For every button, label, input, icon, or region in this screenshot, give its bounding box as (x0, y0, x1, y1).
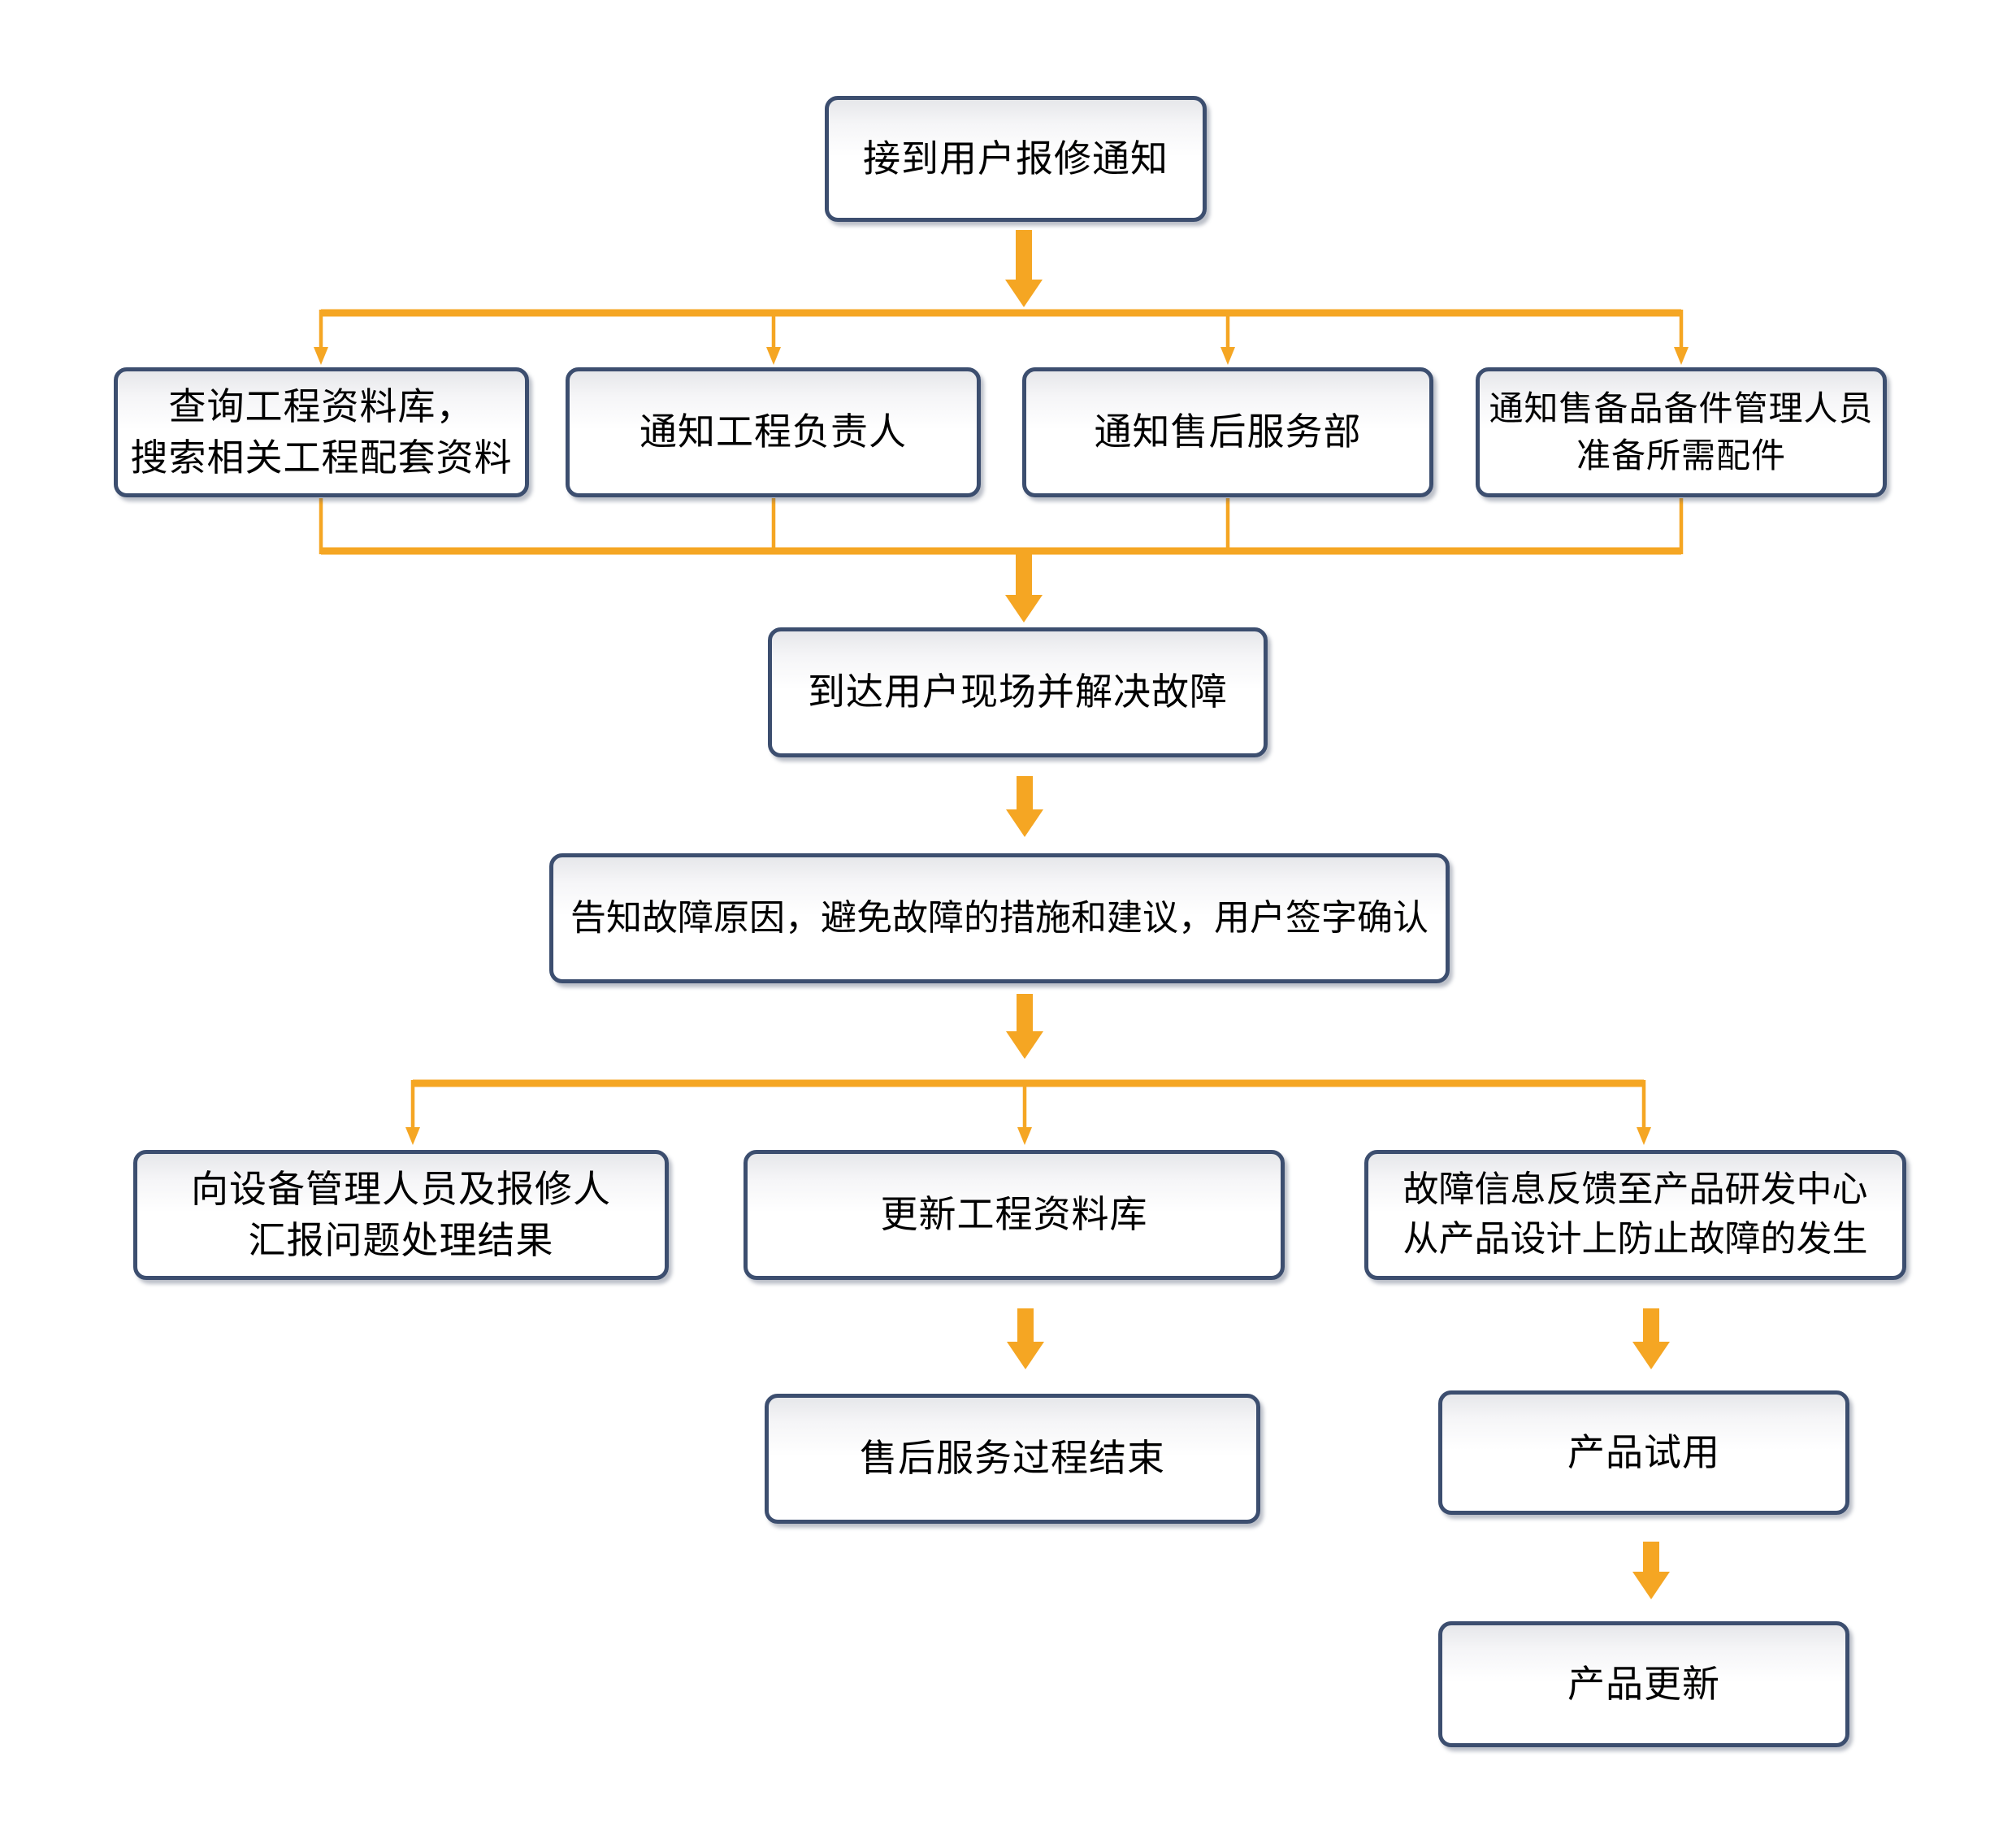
node-receive-repair-notice: 接到用户报修通知 (825, 96, 1207, 222)
arrow-arrive-to-inform (1006, 776, 1043, 837)
arrow-feedback-to-trial (1632, 1308, 1670, 1369)
branch-arrow-update-database (1017, 1080, 1032, 1145)
arrow-trial-to-update (1632, 1542, 1670, 1599)
node-notify-spare-parts-manager: 通知售备品备件管理人员 准备所需配件 (1476, 367, 1887, 497)
branch-arrow-query-database (314, 310, 328, 365)
node-notify-engineering-lead: 通知工程负责人 (566, 367, 981, 497)
branch-arrow-notify-engineering-lead (766, 310, 781, 365)
node-arrive-onsite-resolve-fault: 到达用户现场并解决故障 (768, 627, 1268, 757)
node-product-trial: 产品试用 (1438, 1390, 1849, 1515)
arrow-update-to-process-end (1007, 1308, 1044, 1369)
arrow-merge-to-arrive-onsite (1005, 554, 1043, 623)
node-report-handling-results: 向设备管理人员及报修人 汇报问题处理结果 (133, 1150, 669, 1280)
arrow-receive-to-branch (1005, 230, 1043, 307)
arrow-inform-to-branch (1006, 994, 1043, 1059)
node-feedback-to-rd-center: 故障信息反馈至产品研发中心 从产品设计上防止故障的发生 (1364, 1150, 1906, 1280)
branch-arrow-notify-spare-parts (1674, 310, 1689, 365)
node-query-engineering-database: 查询工程资料库， 搜索相关工程配套资料 (114, 367, 529, 497)
node-product-update: 产品更新 (1438, 1621, 1849, 1747)
branch-arrow-feedback-rd (1637, 1080, 1651, 1145)
node-notify-after-sales-dept: 通知售后服务部 (1022, 367, 1433, 497)
branch-arrow-notify-after-sales (1220, 310, 1235, 365)
node-after-sales-process-end: 售后服务过程结束 (765, 1394, 1260, 1524)
node-inform-cause-user-sign: 告知故障原因，避免故障的措施和建议，用户签字确认 (549, 853, 1450, 983)
branch-arrow-report-results (405, 1080, 420, 1145)
node-update-engineering-database: 更新工程资料库 (744, 1150, 1285, 1280)
